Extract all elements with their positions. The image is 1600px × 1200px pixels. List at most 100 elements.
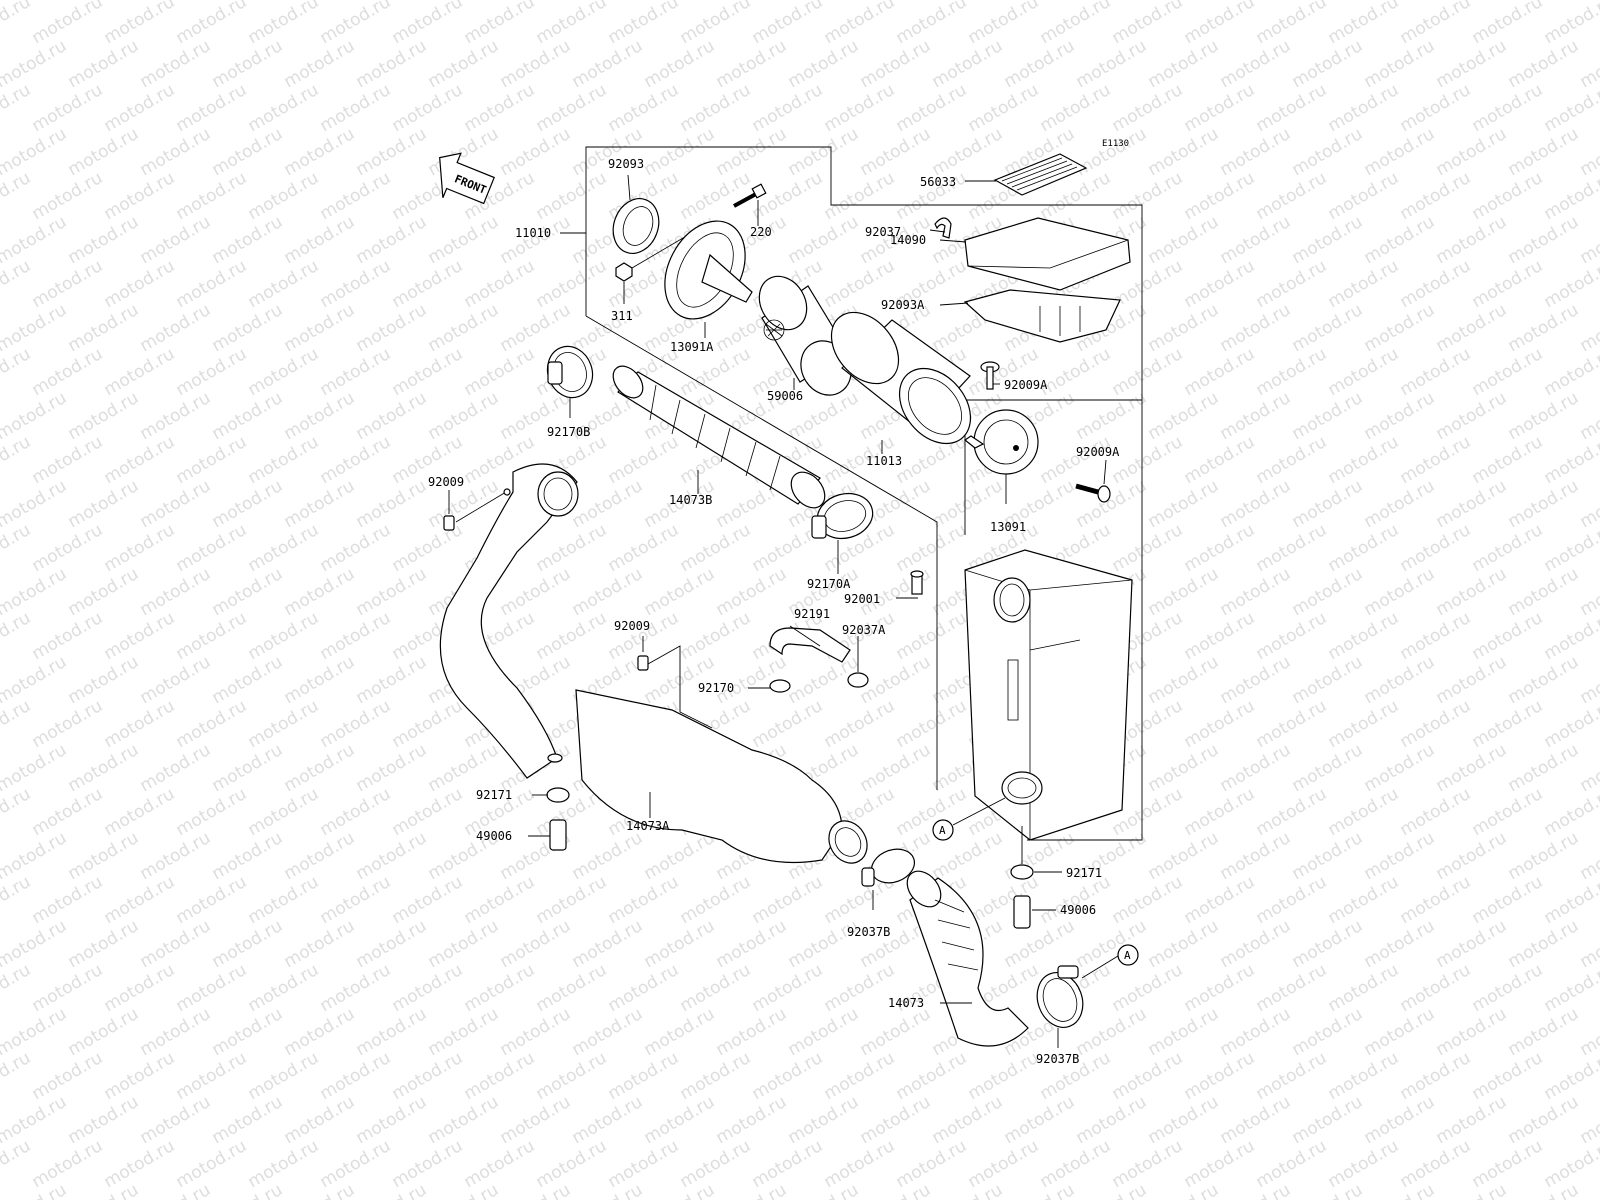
part-92170-clamp-small	[748, 679, 791, 693]
group-bracket-inner	[585, 315, 938, 790]
watermark-text: motod.ru	[353, 124, 431, 180]
watermark-text: motod.ru	[497, 212, 575, 268]
watermark-text: motod.ru	[533, 0, 611, 48]
watermark-text: motod.ru	[857, 1004, 935, 1060]
watermark-text: motod.ru	[1253, 608, 1331, 664]
watermark-text: motod.ru	[389, 0, 467, 48]
watermark-text: motod.ru	[497, 1004, 575, 1060]
watermark-text: motod.ru	[101, 168, 179, 224]
callout-92093: 92093	[608, 157, 644, 171]
watermark-text: motod.ru	[137, 388, 215, 444]
watermark-text: motod.ru	[677, 1048, 755, 1104]
watermark-text: motod.ru	[1397, 80, 1475, 136]
watermark-text: motod.ru	[1325, 960, 1403, 1016]
watermark-text: motod.ru	[1289, 36, 1367, 92]
callout-14073: 14073	[888, 996, 924, 1010]
watermark-text: motod.ru	[677, 0, 755, 48]
watermark-text: motod.ru	[0, 0, 34, 48]
callout-92037B-left: 92037B	[847, 925, 890, 939]
watermark-text: motod.ru	[281, 1004, 359, 1060]
watermark-text: motod.ru	[353, 828, 431, 884]
callout-92093A: 92093A	[881, 298, 925, 312]
watermark-text: motod.ru	[101, 1136, 179, 1192]
watermark-text: motod.ru	[1289, 388, 1367, 444]
watermark-text: motod.ru	[857, 124, 935, 180]
watermark-text: motod.ru	[1289, 564, 1367, 620]
watermark-text: motod.ru	[533, 872, 611, 928]
watermark-text: motod.ru	[677, 872, 755, 928]
watermark-text: motod.ru	[1289, 124, 1367, 180]
watermark-text: motod.ru	[137, 1004, 215, 1060]
watermark-text: motod.ru	[425, 300, 503, 356]
callout-92170A: 92170A	[807, 577, 851, 591]
watermark-text: motod.ru	[209, 1004, 287, 1060]
watermark-text: motod.ru	[353, 916, 431, 972]
watermark-text: motod.ru	[497, 1092, 575, 1148]
watermark-text: motod.ru	[209, 1180, 287, 1200]
watermark-text: motod.ru	[0, 476, 70, 532]
watermark-text: motod.ru	[173, 960, 251, 1016]
watermark-text: motod.ru	[317, 696, 395, 752]
watermark-text: motod.ru	[605, 1136, 683, 1192]
watermark-text: motod.ru	[1397, 960, 1475, 1016]
watermark-text: motod.ru	[245, 168, 323, 224]
watermark-text: motod.ru	[101, 344, 179, 400]
watermark-text: motod.ru	[461, 0, 539, 48]
watermark-text: motod.ru	[317, 80, 395, 136]
watermark-text: motod.ru	[1253, 0, 1331, 48]
watermark-text: motod.ru	[1253, 960, 1331, 1016]
part-92001-bolt	[896, 570, 924, 599]
watermark-text: motod.ru	[209, 740, 287, 796]
watermark-text: motod.ru	[533, 80, 611, 136]
watermark-text: motod.ru	[1181, 1136, 1259, 1192]
watermark-text: motod.ru	[1217, 564, 1295, 620]
watermark-text: motod.ru	[569, 36, 647, 92]
watermark-text: motod.ru	[1577, 564, 1600, 620]
watermark-text: motod.ru	[1361, 388, 1439, 444]
watermark-text: motod.ru	[65, 212, 143, 268]
watermark-text: motod.ru	[173, 80, 251, 136]
watermark-text: motod.ru	[245, 608, 323, 664]
watermark-text: motod.ru	[1037, 80, 1115, 136]
watermark-text: motod.ru	[1253, 872, 1331, 928]
watermark-text: motod.ru	[461, 1048, 539, 1104]
ref-a-text-1: A	[939, 824, 946, 837]
watermark-text: motod.ru	[857, 1092, 935, 1148]
watermark-text: motod.ru	[1181, 696, 1259, 752]
watermark-text: motod.ru	[533, 960, 611, 1016]
watermark-text: motod.ru	[353, 1180, 431, 1200]
watermark-text: motod.ru	[389, 696, 467, 752]
watermark-text: motod.ru	[1577, 740, 1600, 796]
watermark-text: motod.ru	[1109, 0, 1187, 48]
watermark-text: motod.ru	[209, 476, 287, 532]
watermark-text: motod.ru	[713, 564, 791, 620]
watermark-text: motod.ru	[1253, 1048, 1331, 1104]
watermark-text: motod.ru	[641, 1092, 719, 1148]
watermark-text: motod.ru	[1433, 36, 1511, 92]
watermark-text: motod.ru	[1505, 828, 1583, 884]
watermark-text: motod.ru	[281, 1092, 359, 1148]
watermark-text: motod.ru	[677, 168, 755, 224]
watermark-text: motod.ru	[1361, 1092, 1439, 1148]
watermark-text: motod.ru	[533, 608, 611, 664]
watermark-text: motod.ru	[1469, 520, 1547, 576]
watermark-text: motod.ru	[893, 1136, 971, 1192]
watermark-text: motod.ru	[1505, 476, 1583, 532]
watermark-text: motod.ru	[65, 388, 143, 444]
part-13091A-bracket	[664, 220, 753, 338]
watermark-text: motod.ru	[1397, 784, 1475, 840]
watermark-text: motod.ru	[137, 1180, 215, 1200]
watermark-text: motod.ru	[1433, 828, 1511, 884]
watermark-text: motod.ru	[605, 80, 683, 136]
watermark-text: motod.ru	[1001, 36, 1079, 92]
watermark-text: motod.ru	[245, 432, 323, 488]
watermark-text: motod.ru	[965, 1136, 1043, 1192]
watermark-text: motod.ru	[677, 80, 755, 136]
watermark-text: motod.ru	[1145, 1092, 1223, 1148]
watermark-text: motod.ru	[1397, 344, 1475, 400]
watermark-text: motod.ru	[173, 784, 251, 840]
callout-311: 311	[611, 309, 633, 323]
watermark-text: motod.ru	[317, 784, 395, 840]
watermark-text: motod.ru	[533, 1136, 611, 1192]
